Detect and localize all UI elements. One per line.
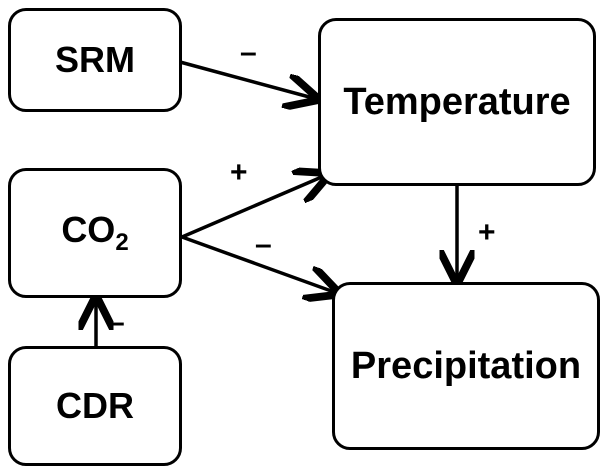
node-cdr: CDR (8, 346, 182, 466)
sign-temperature-precipitation: + (478, 216, 496, 249)
arrow-co2-precipitation (181, 235, 334, 292)
arrow-co2-temperature (181, 176, 324, 239)
node-label: CO2 (61, 208, 129, 257)
node-precipitation: Precipitation (332, 282, 600, 450)
sign-co2-temperature: + (230, 156, 248, 189)
node-label: CDR (56, 385, 134, 426)
node-label: Temperature (343, 80, 571, 123)
node-label: SRM (55, 39, 135, 80)
node-temperature: Temperature (318, 18, 596, 186)
arrow-srm-temperature (179, 60, 313, 98)
sign-co2-precipitation: – (255, 228, 272, 261)
sign-srm-temperature: – (240, 36, 257, 69)
node-label: Precipitation (350, 344, 582, 387)
node-co2: CO2 (8, 168, 182, 298)
node-srm: SRM (8, 8, 182, 112)
sign-cdr-co2: – (108, 306, 125, 339)
